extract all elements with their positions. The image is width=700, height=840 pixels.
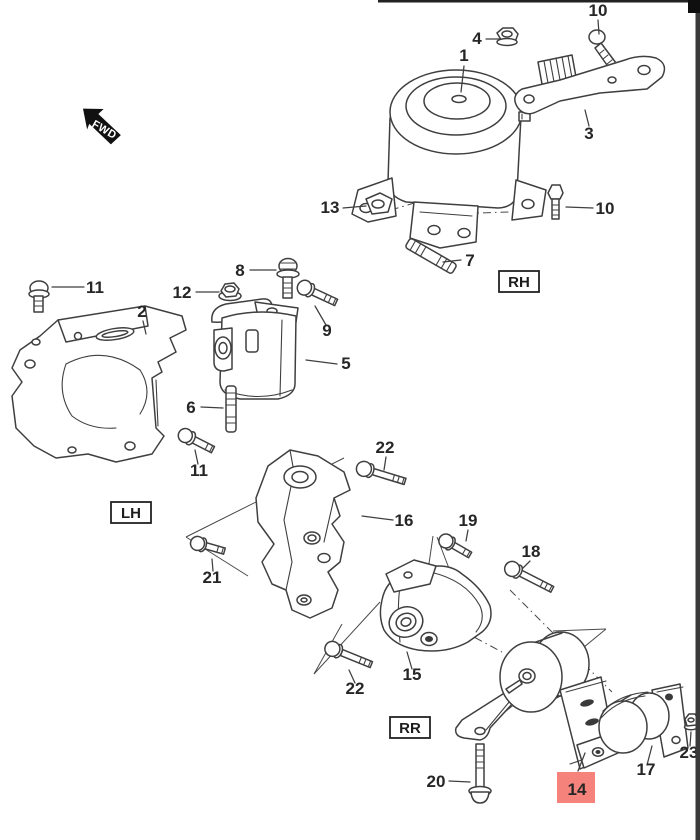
part-7-stud-drawing [405, 238, 457, 274]
part-21-bolt-drawing [189, 535, 227, 555]
section-label-rh: RH [498, 270, 540, 293]
callout-13[interactable]: 13 [321, 198, 340, 217]
leader-lines [51, 19, 692, 783]
highlight-box-14[interactable] [557, 772, 595, 803]
callout-23[interactable]: 23 [680, 743, 699, 762]
callout-19[interactable]: 19 [459, 511, 478, 530]
callout-2[interactable]: 2 [137, 302, 146, 321]
callout-4[interactable]: 4 [472, 29, 482, 48]
callout-5[interactable]: 5 [341, 354, 350, 373]
part-4-nut-drawing [496, 27, 519, 47]
callout-14-highlighted[interactable]: 14 [568, 780, 587, 799]
part-11-bolt-left-drawing [28, 280, 50, 313]
rr-label: RR [399, 720, 421, 737]
callout-10-top[interactable]: 10 [589, 1, 608, 20]
callout-9[interactable]: 9 [322, 321, 331, 340]
callout-11-lower[interactable]: 11 [190, 461, 208, 480]
callout-21[interactable]: 21 [203, 568, 222, 587]
callout-7[interactable]: 7 [465, 251, 474, 270]
section-label-rr: RR [389, 716, 431, 739]
callout-1[interactable]: 1 [459, 46, 468, 65]
part-17-bushing-drawing [598, 683, 689, 758]
callout-11-left[interactable]: 11 [86, 278, 104, 297]
part-16-bracket-drawing [255, 449, 351, 619]
lh-label: LH [121, 505, 141, 522]
part-19-bolt-drawing [438, 533, 473, 559]
rh-label: RH [508, 274, 530, 291]
part-5-mount-drawing [211, 298, 299, 400]
callout-3[interactable]: 3 [584, 124, 593, 143]
callout-15[interactable]: 15 [403, 665, 422, 684]
callouts: 10 4 1 3 13 7 10 11 8 12 2 9 5 6 11 22 1… [86, 1, 698, 799]
part-22-bolt-top-drawing [355, 460, 407, 486]
callout-20[interactable]: 20 [427, 772, 446, 791]
part-8-bolt-drawing [276, 257, 300, 299]
part-15-mount-drawing [379, 559, 492, 652]
callout-18[interactable]: 18 [522, 542, 541, 561]
callout-16[interactable]: 16 [395, 511, 414, 530]
part-6-stud-drawing [225, 385, 237, 433]
part-3-bracket-drawing [514, 54, 666, 115]
callout-22-top[interactable]: 22 [376, 438, 395, 457]
callout-12[interactable]: 12 [173, 283, 192, 302]
part-22-bolt-bottom-drawing [324, 640, 374, 669]
part-13-clip-drawing [365, 192, 393, 215]
part-2-bracket-drawing [11, 305, 187, 463]
fwd-arrow: FWD [83, 108, 121, 145]
part-9-bolt-drawing [296, 279, 339, 307]
part-11-bolt-lower-drawing [177, 427, 216, 454]
part-1-engine-mount-drawing [351, 69, 547, 249]
part-18-bolt-drawing [503, 560, 555, 593]
callout-6[interactable]: 6 [186, 398, 195, 417]
section-label-lh: LH [110, 501, 152, 524]
part-20-bolt-drawing [468, 743, 492, 804]
part-12-nut-drawing [218, 282, 242, 302]
part-10-bolt-right-drawing [547, 184, 564, 220]
callout-17[interactable]: 17 [637, 760, 656, 779]
callout-10-right[interactable]: 10 [596, 199, 615, 218]
callout-22-bottom[interactable]: 22 [346, 679, 365, 698]
callout-8[interactable]: 8 [235, 261, 244, 280]
page-edge-artifacts [378, 0, 700, 840]
